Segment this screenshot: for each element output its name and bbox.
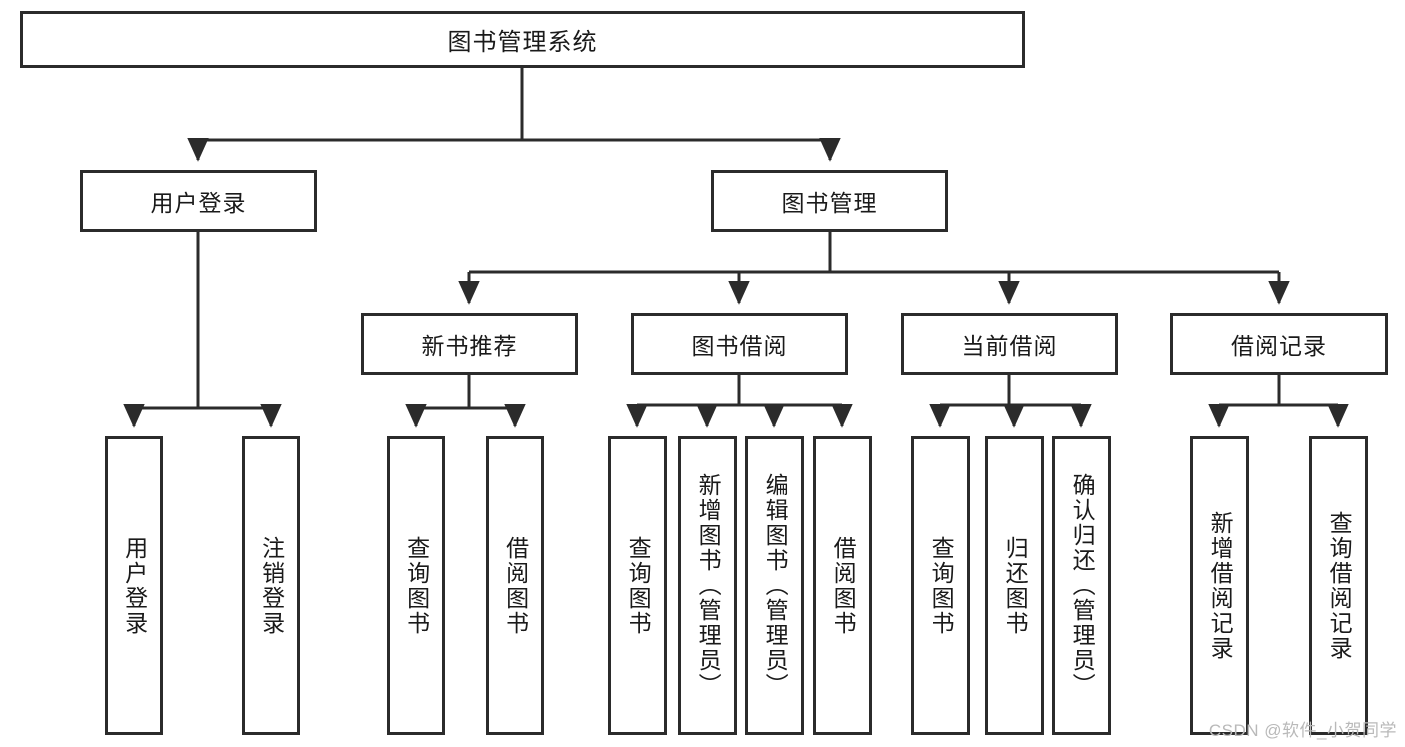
node-book-borrow[interactable]: 图书借阅 bbox=[631, 313, 848, 375]
node-borrow-record[interactable]: 借阅记录 bbox=[1170, 313, 1388, 375]
node-root[interactable]: 图书管理系统 bbox=[20, 11, 1025, 68]
node-book-manage[interactable]: 图书管理 bbox=[711, 170, 948, 232]
node-new-book-recommend[interactable]: 新书推荐 bbox=[361, 313, 578, 375]
node-leaf-add-borrow-record[interactable]: 新增借阅记录 bbox=[1190, 436, 1249, 735]
node-leaf-query-book-2[interactable]: 查询图书 bbox=[608, 436, 667, 735]
node-leaf-borrow-book-1[interactable]: 借阅图书 bbox=[486, 436, 544, 735]
node-leaf-query-book-3[interactable]: 查询图书 bbox=[911, 436, 970, 735]
node-leaf-borrow-book-2[interactable]: 借阅图书 bbox=[813, 436, 872, 735]
node-current-borrow[interactable]: 当前借阅 bbox=[901, 313, 1118, 375]
node-leaf-return-book[interactable]: 归还图书 bbox=[985, 436, 1044, 735]
node-leaf-query-borrow-record[interactable]: 查询借阅记录 bbox=[1309, 436, 1368, 735]
node-leaf-confirm-return[interactable]: 确认归还（管理员） bbox=[1052, 436, 1111, 735]
csdn-watermark: CSDN @软件_小贺同学 bbox=[1208, 721, 1397, 740]
node-leaf-edit-book[interactable]: 编辑图书（管理员） bbox=[745, 436, 804, 735]
node-user-login[interactable]: 用户登录 bbox=[80, 170, 317, 232]
node-leaf-user-login[interactable]: 用户登录 bbox=[105, 436, 163, 735]
node-leaf-add-book[interactable]: 新增图书（管理员） bbox=[678, 436, 737, 735]
node-leaf-user-logout[interactable]: 注销登录 bbox=[242, 436, 300, 735]
node-leaf-query-book-1[interactable]: 查询图书 bbox=[387, 436, 445, 735]
